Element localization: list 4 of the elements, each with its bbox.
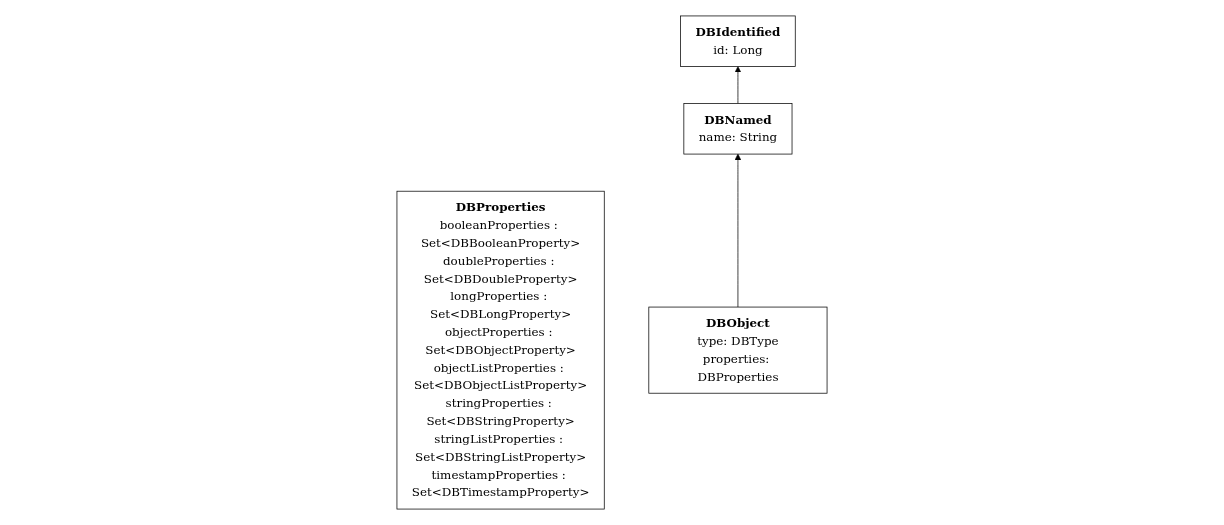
node-box: DBObject type: DBType properties: DBProperties — [648, 306, 828, 394]
node-box: DBNamed name: String — [683, 103, 793, 155]
node-box: DBProperties booleanProperties : Set<DBBooleanProperty> doubleProperties : Set<DBDoubleProperty> longProperties : Set<DBLongProperty> objectProperties : Set<DBObjectProperty> objectListProperties : Set<DBObjectListProperty> stringProperties : Set<DBStringProperty> stringListProperties : Set<DBStringListProperty> timestampProperties : Set<DBTimestampProperty> — [396, 190, 605, 510]
node-box: DBIdentified id: Long — [680, 15, 796, 67]
